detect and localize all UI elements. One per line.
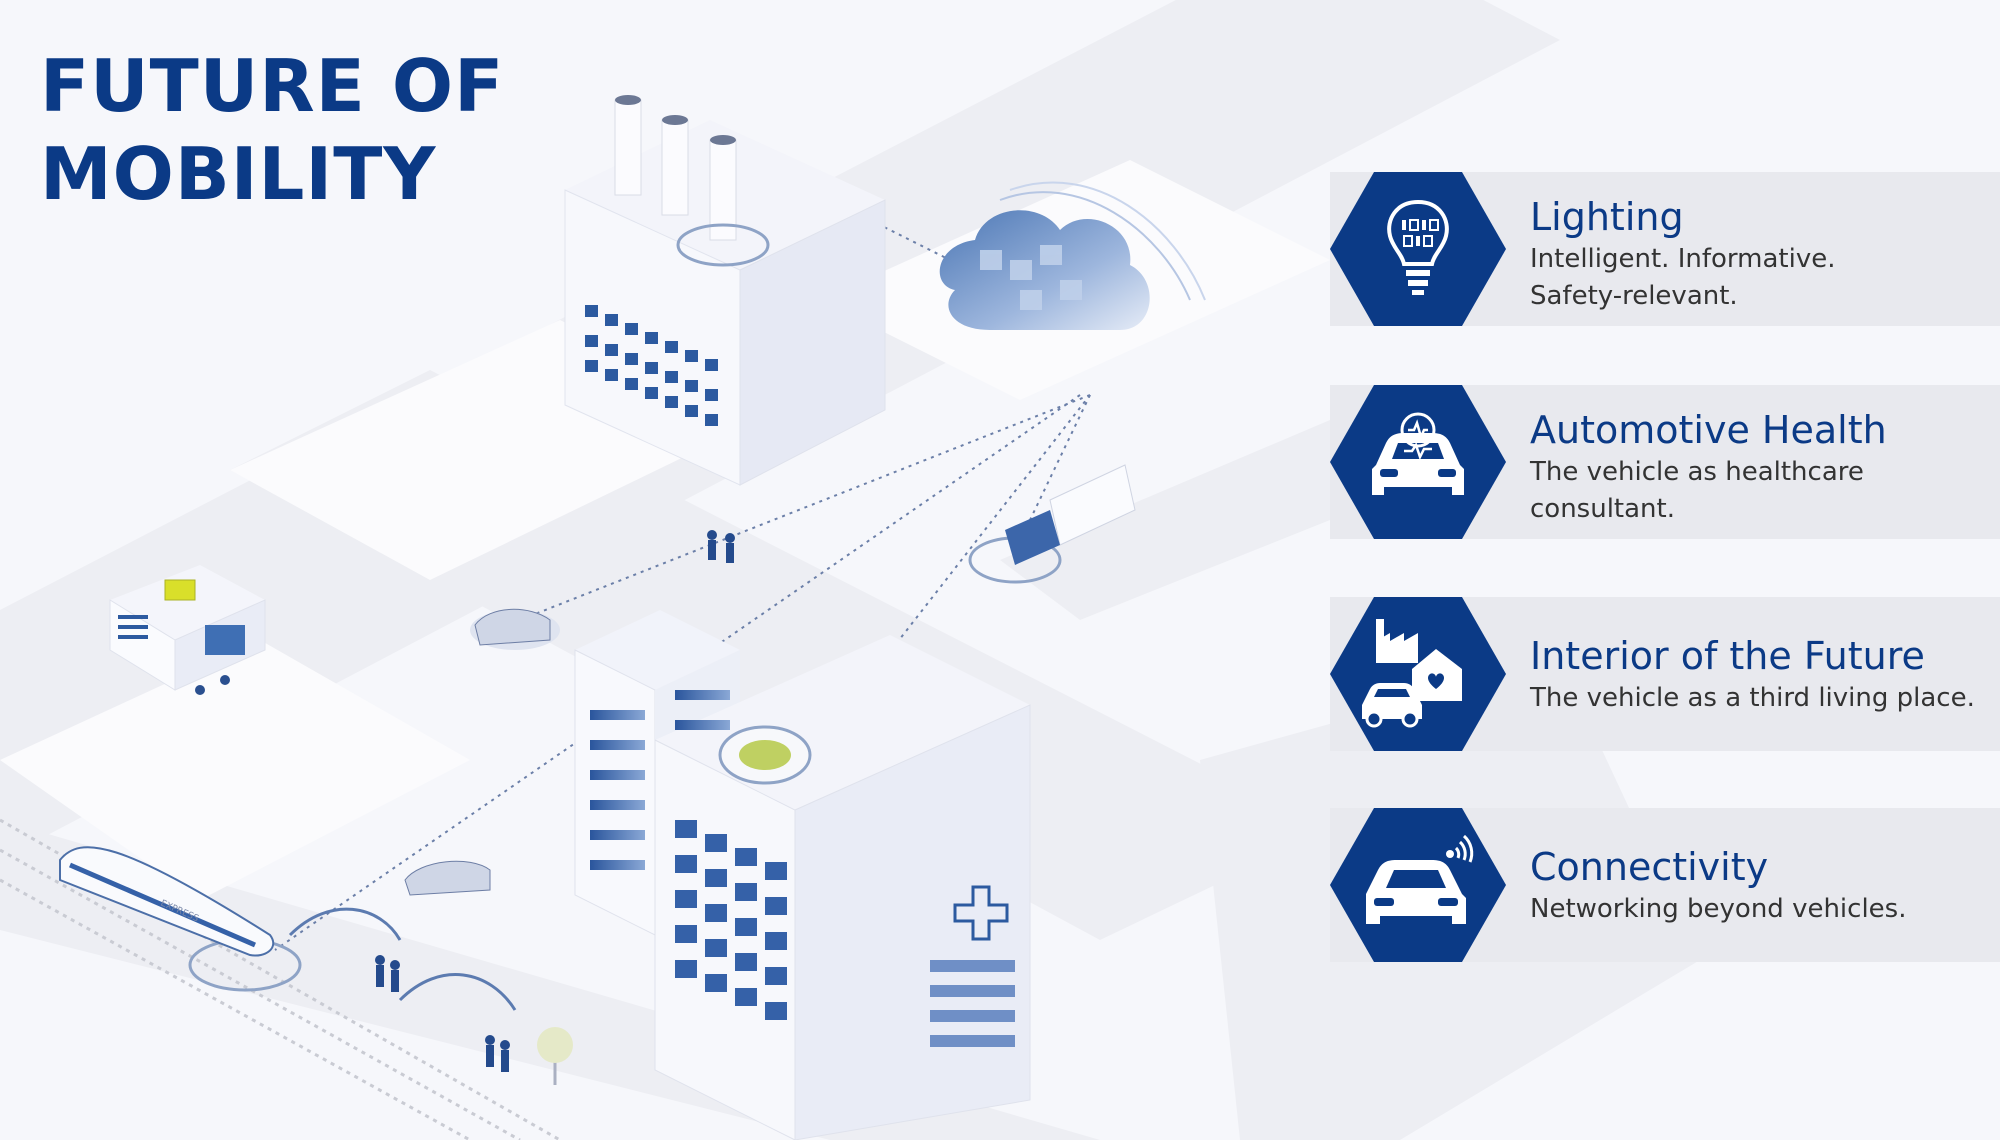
tree bbox=[537, 1027, 573, 1085]
connected-car-icon bbox=[1330, 808, 1506, 962]
cars bbox=[404, 608, 560, 896]
car-health-icon bbox=[1330, 385, 1506, 539]
bus-stops bbox=[288, 907, 517, 1011]
feature-automotive-health: Automotive Health The vehicle as healthc… bbox=[1330, 385, 2000, 539]
feature-title: Automotive Health bbox=[1530, 408, 1887, 452]
feature-description-line-2: consultant. bbox=[1530, 494, 1675, 524]
car-home-icon bbox=[1330, 597, 1506, 751]
feature-title: Connectivity bbox=[1530, 845, 1769, 889]
feature-lighting: Lighting Intelligent. Informative. Safet… bbox=[1330, 172, 2000, 326]
feature-interior-of-the-future: Interior of the Future The vehicle as a … bbox=[1330, 597, 2000, 751]
pedestrians bbox=[375, 530, 735, 1072]
rail-tracks bbox=[0, 818, 561, 1140]
feature-description-line-1: The vehicle as healthcare bbox=[1530, 457, 1864, 487]
feature-title: Interior of the Future bbox=[1530, 634, 1925, 678]
truck bbox=[968, 464, 1136, 584]
factory bbox=[564, 95, 886, 486]
page-title: FUTURE OF MOBILITY bbox=[40, 42, 600, 218]
feature-title: Lighting bbox=[1530, 195, 1684, 239]
hospital bbox=[574, 610, 1031, 1140]
title-line-1: FUTURE OF bbox=[40, 44, 505, 128]
feature-description-line-1: The vehicle as a third living place. bbox=[1530, 683, 1975, 713]
cloud bbox=[939, 181, 1206, 330]
feature-description-line-2: Safety-relevant. bbox=[1530, 281, 1738, 311]
train: EXPRESS bbox=[59, 846, 302, 992]
data-center bbox=[109, 565, 266, 695]
feature-description-line-1: Intelligent. Informative. bbox=[1530, 244, 1836, 274]
title-line-2: MOBILITY bbox=[40, 132, 437, 216]
feature-connectivity: Connectivity Networking beyond vehicles. bbox=[1330, 808, 2000, 962]
lightbulb-icon bbox=[1330, 172, 1506, 326]
feature-description-line-1: Networking beyond vehicles. bbox=[1530, 894, 1907, 924]
